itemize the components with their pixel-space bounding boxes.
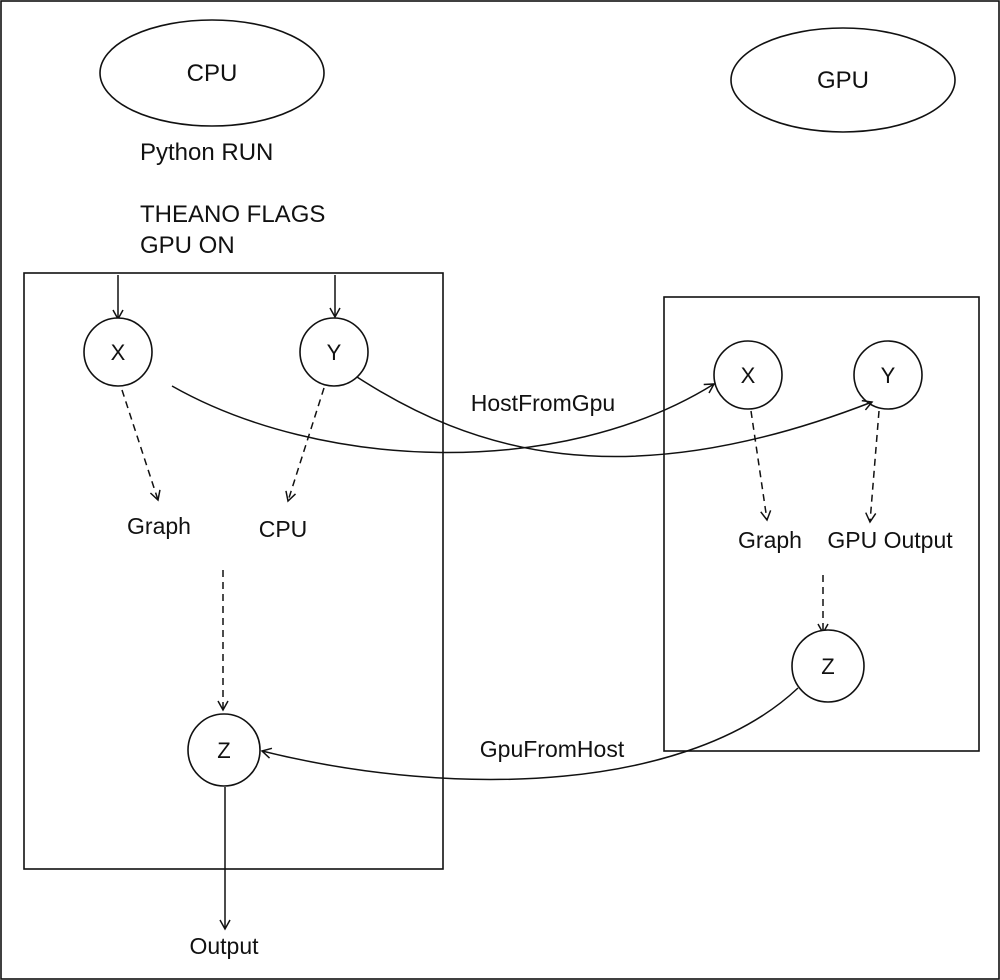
gpu-from-host-label: GpuFromHost (480, 736, 625, 762)
gpu-node-x: X (713, 340, 783, 410)
cpu-node-y: Y (299, 317, 369, 387)
gpu-node-y: Y (853, 340, 923, 410)
cpu-node-x-label: X (111, 340, 126, 365)
output-label: Output (189, 933, 259, 959)
dashed-arrow-y-cpu (285, 387, 325, 503)
gpu-graph-label: Graph (738, 527, 802, 553)
theano-flags-label: THEANO FLAGS (140, 201, 325, 228)
gpu-ellipse: GPU (730, 27, 956, 133)
cpu-ellipse: CPU (99, 19, 325, 127)
cpu-box (23, 272, 444, 870)
gpu-from-host-curve (260, 687, 799, 781)
cpu-node-z-label: Z (217, 738, 230, 763)
gpu-node-z: Z (791, 629, 865, 703)
host-from-gpu-label: HostFromGpu (471, 390, 615, 416)
host-from-gpu-curve-y (356, 376, 874, 458)
python-run-label: Python RUN (140, 139, 273, 166)
dashed-arrow-gpu-x-graph (750, 410, 772, 522)
gpu-node-y-label: Y (881, 363, 896, 388)
cpu-node-z: Z (187, 713, 261, 787)
cpu-node-x: X (83, 317, 153, 387)
gpu-on-label: GPU ON (140, 232, 235, 259)
cpu-node-y-label: Y (327, 340, 342, 365)
cpu-ellipse-label: CPU (187, 60, 238, 87)
gpu-box (663, 296, 980, 752)
gpu-output-label: GPU Output (827, 527, 953, 553)
dashed-arrow-gpu-y-output (865, 410, 880, 524)
cpu-cpu-label: CPU (259, 516, 308, 542)
gpu-node-z-label: Z (821, 654, 834, 679)
gpu-ellipse-label: GPU (817, 67, 869, 94)
cpu-graph-label: Graph (127, 513, 191, 539)
dashed-arrow-x-graph (121, 389, 161, 502)
host-from-gpu-curve-x (171, 383, 716, 454)
gpu-node-x-label: X (741, 363, 756, 388)
